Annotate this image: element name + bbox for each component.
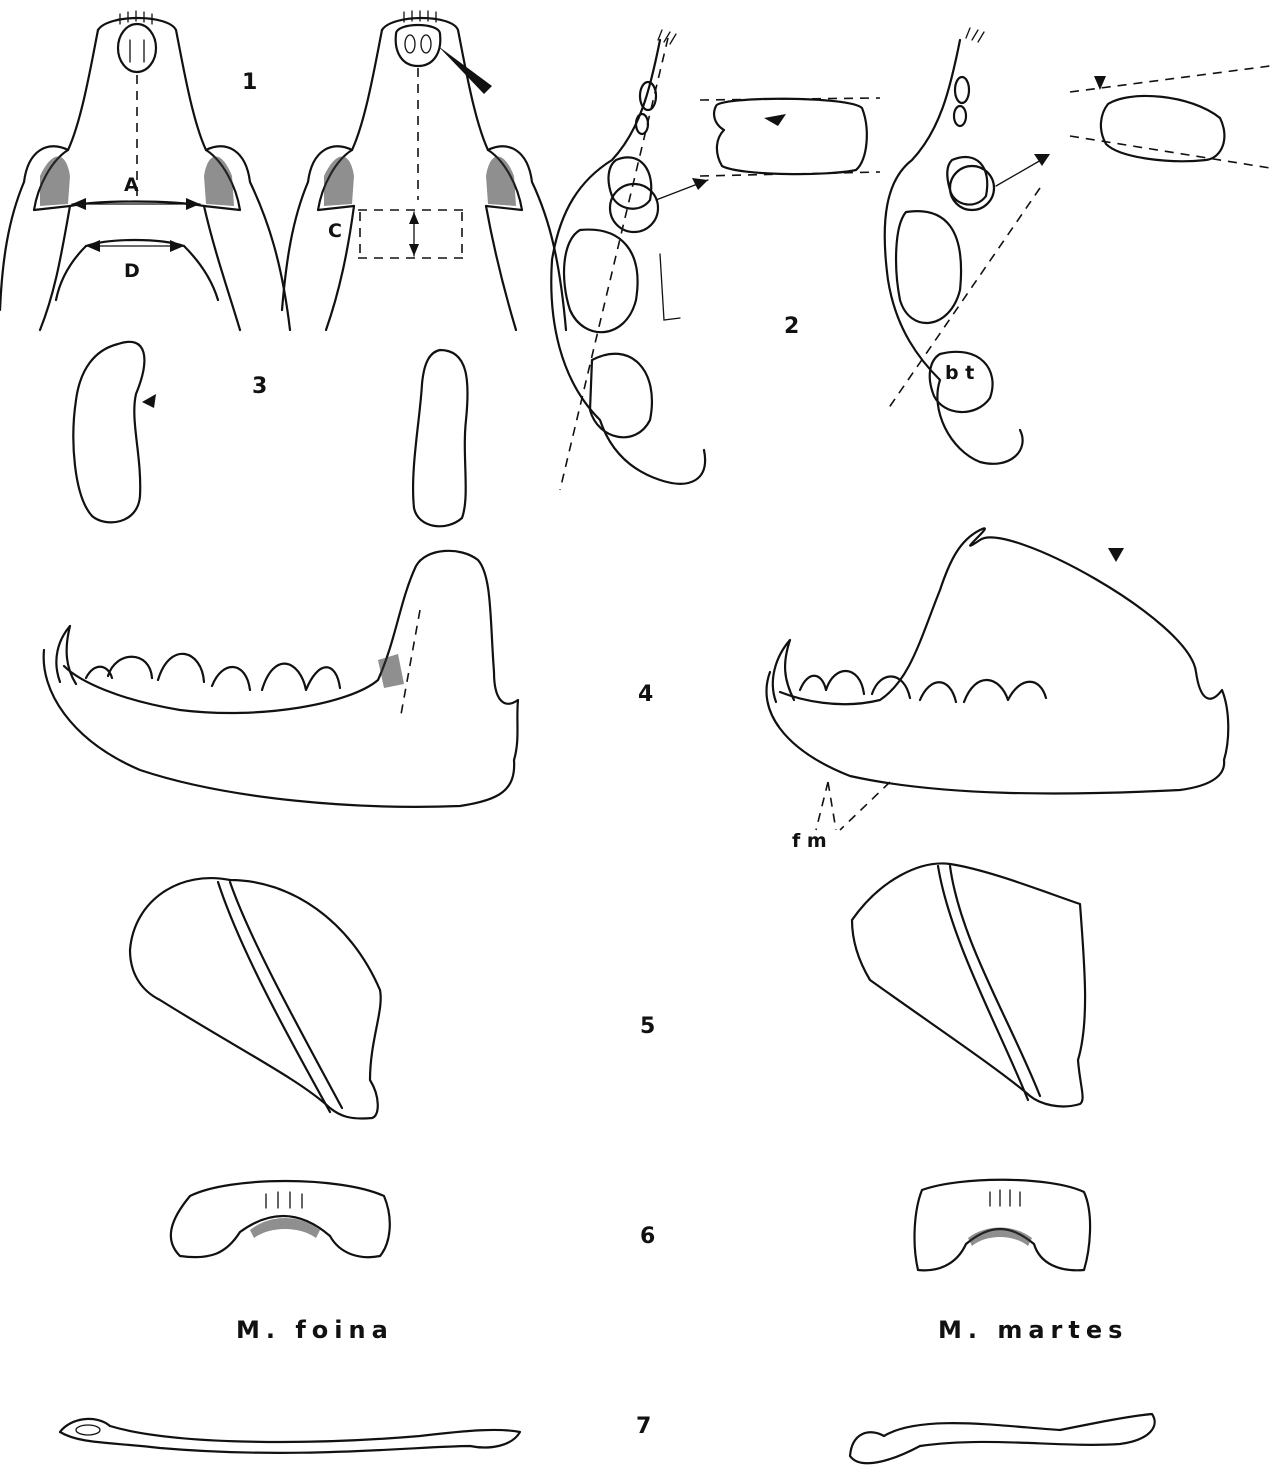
bulla-right xyxy=(413,350,468,526)
toothrow-left xyxy=(551,30,880,490)
measure-label-d: D xyxy=(124,262,140,281)
row-number-3: 3 xyxy=(252,376,267,398)
bone6-right xyxy=(915,1180,1091,1271)
row-number-1: 1 xyxy=(242,72,257,94)
measure-label-a: A xyxy=(124,176,139,195)
bone7-left xyxy=(60,1419,520,1453)
row-number-6: 6 xyxy=(640,1226,655,1248)
bone6-left xyxy=(171,1181,390,1257)
structure-label-fm: f m xyxy=(792,832,827,851)
row-number-2: 2 xyxy=(784,316,799,338)
row-number-4: 4 xyxy=(638,684,653,706)
row-number-5: 5 xyxy=(640,1016,655,1038)
skull-ventral-right xyxy=(282,11,566,330)
structure-label-bt: b t xyxy=(945,364,974,383)
bone5-right xyxy=(852,863,1085,1106)
mandible-left xyxy=(44,551,518,807)
toothrow-right xyxy=(885,28,1270,464)
mandible-right xyxy=(766,528,1228,830)
species-label-right: M. martes xyxy=(938,1318,1128,1342)
row-number-7: 7 xyxy=(636,1416,651,1438)
bone5-left xyxy=(130,878,381,1118)
bone7-right xyxy=(850,1414,1155,1463)
measure-label-c: C xyxy=(328,222,342,241)
species-label-left: M. foina xyxy=(236,1318,394,1342)
skull-ventral-left xyxy=(0,11,290,330)
bulla-left xyxy=(73,342,156,523)
